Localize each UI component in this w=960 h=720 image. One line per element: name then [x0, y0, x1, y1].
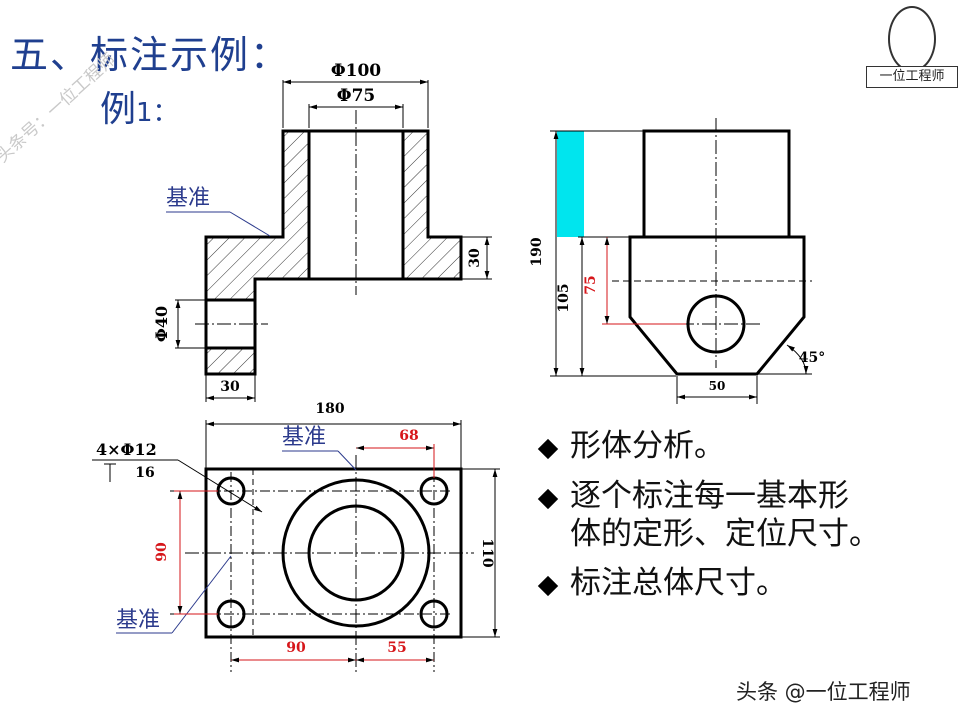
top-view: 180 68 4×Φ12 16 基准 基准 90 110 90 55: [92, 401, 500, 672]
bullet-text: 逐个标注每一基本形: [570, 477, 849, 514]
dim-hole-count: 4×Φ12: [96, 440, 157, 459]
bullet-item: 标注总体尺寸。: [536, 565, 880, 603]
dim-50: 50: [709, 379, 726, 393]
bullet-text: 标注总体尺寸。: [570, 565, 787, 602]
logo: 一位工程师: [866, 4, 958, 88]
example-label: 例1：: [100, 80, 179, 132]
dim-phi100: Φ100: [331, 61, 381, 81]
diamond-bullet-icon: [537, 438, 559, 460]
bullet-continuation: 体的定形、定位尺寸。: [570, 515, 880, 552]
dim-hole-depth: 16: [135, 465, 154, 481]
side-highlight: [557, 131, 584, 237]
footer-credit: 头条 @一位工程师: [736, 680, 911, 704]
datum-leader-left: [171, 555, 232, 634]
hole-leader: [177, 459, 263, 513]
front-hatch-right-flange: [428, 237, 461, 279]
dim-105: 105: [556, 283, 572, 312]
side-view: 190 105 75 50 45°: [529, 118, 825, 404]
dim-190: 190: [529, 237, 545, 266]
bullet-item: 形体分析。: [536, 428, 880, 466]
diamond-bullet-icon: [537, 576, 559, 597]
example-text: 例: [100, 89, 137, 130]
bullet-text: 形体分析。: [570, 428, 725, 464]
logo-text: 一位工程师: [866, 66, 958, 88]
front-hatch-right: [403, 131, 428, 279]
dim-55: 55: [387, 640, 406, 656]
bullet-item: 逐个标注每一基本形: [536, 478, 880, 516]
angle-arc: [786, 344, 809, 375]
bullet-list: 形体分析。 逐个标注每一基本形 体的定形、定位尺寸。 标注总体尺寸。: [536, 428, 880, 615]
slide-title: 五、标注示例：: [10, 33, 291, 77]
datum-label-top: 基准: [282, 425, 326, 450]
dim-30-right: 30: [467, 248, 483, 268]
example-number: 1：: [136, 98, 179, 128]
diamond-bullet-icon: [537, 488, 559, 509]
front-hatch-bottom: [206, 348, 255, 374]
front-hatch-left: [206, 131, 309, 300]
dim-90-h: 90: [286, 640, 306, 656]
dim-110: 110: [479, 538, 495, 567]
datum-leader-top: [337, 450, 357, 471]
datum-label-left: 基准: [116, 608, 160, 633]
dim-phi75: Φ75: [337, 86, 375, 106]
dim-phi40: Φ40: [152, 306, 171, 342]
dim-30-bottom: 30: [220, 379, 240, 395]
front-view: Φ100 Φ75 30 Φ40 30 基准: [152, 61, 492, 402]
dim-90-v: 90: [154, 542, 170, 562]
dim-45deg: 45°: [799, 350, 825, 366]
front-outline: [204, 129, 463, 376]
dim-180: 180: [315, 401, 344, 417]
dim-75: 75: [583, 275, 599, 294]
datum-label-front: 基准: [166, 186, 210, 211]
dim-68: 68: [399, 428, 418, 444]
